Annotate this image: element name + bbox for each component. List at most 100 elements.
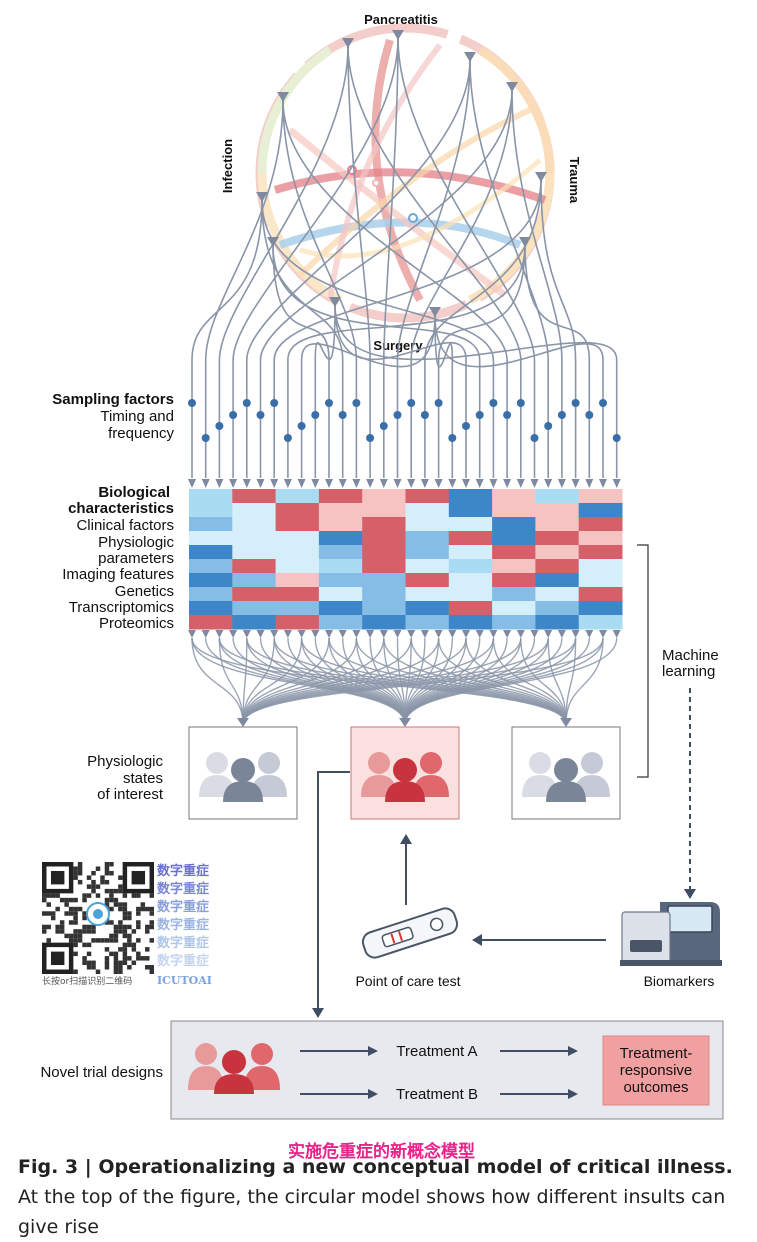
- bio-title-line2: characteristics: [68, 500, 174, 517]
- state-arrowhead: [560, 718, 572, 727]
- sampling-dot: [215, 422, 224, 430]
- heatmap-cell: [405, 587, 450, 602]
- qr-module: [42, 893, 47, 898]
- state-box-left: [188, 726, 298, 820]
- heatmap-cell: [275, 573, 320, 588]
- qr-module: [86, 951, 92, 957]
- heatmap-cell: [362, 601, 406, 616]
- qr-module: [113, 933, 119, 939]
- heatmap-in-arrowhead: [242, 479, 251, 488]
- heatmap-cell: [492, 573, 536, 588]
- biological-heatmap: [189, 489, 623, 630]
- point-of-care-test-icon: [361, 907, 459, 959]
- heatmap-cell: [535, 573, 580, 588]
- sampling-line: [218, 45, 349, 478]
- sampling-dot: [489, 399, 498, 407]
- sampling-line: [259, 89, 513, 478]
- label-trauma: Trauma: [567, 157, 582, 204]
- heatmap-out-arrowhead: [585, 630, 594, 638]
- heatmap-out-arrowhead: [283, 630, 292, 638]
- bio-title-line1: Biological: [98, 484, 170, 501]
- heatmap-cell: [275, 601, 320, 616]
- qr-brand: ICUTOAI: [157, 974, 212, 987]
- qr-module: [122, 911, 128, 916]
- insult-arrowhead: [464, 52, 476, 62]
- qr-module: [109, 920, 114, 925]
- sampling-line: [272, 244, 330, 478]
- qr-module: [77, 866, 83, 871]
- heatmap-cell: [578, 587, 623, 602]
- qr-module: [118, 888, 123, 894]
- qr-module: [55, 906, 60, 912]
- sampling-line: [383, 37, 399, 478]
- heatmap-cell: [232, 573, 277, 588]
- qr-module: [95, 969, 101, 974]
- heatmap-out-arrowhead: [297, 630, 306, 638]
- heatmap-cell: [275, 559, 320, 574]
- qr-module: [82, 897, 87, 903]
- sampling-dot: [256, 411, 265, 419]
- qr-module: [59, 924, 65, 930]
- heatmap-in-arrowhead: [325, 479, 333, 488]
- sampling-dot: [188, 399, 196, 407]
- heatmap-cell: [578, 489, 623, 504]
- qr-module: [100, 875, 105, 880]
- qr-module: [104, 897, 110, 903]
- qr-module: [149, 911, 154, 916]
- heatmap-cell: [189, 573, 233, 588]
- row-label-transcriptomics: Transcriptomics: [69, 599, 174, 616]
- qr-center-logo: [86, 902, 110, 926]
- convergence-line: [342, 637, 406, 725]
- qr-module: [136, 911, 141, 916]
- heatmap-cell: [318, 601, 363, 616]
- convergence-line: [300, 637, 567, 725]
- qr-module: [95, 938, 101, 943]
- heatmap-in-arrowhead: [407, 479, 416, 488]
- qr-module: [109, 893, 114, 898]
- qr-module: [118, 947, 123, 952]
- sampling-line: [434, 314, 604, 478]
- state-box-center: [350, 726, 460, 820]
- qr-module: [145, 947, 150, 952]
- qr-module: [73, 929, 78, 934]
- heatmap-cell: [318, 489, 363, 504]
- heatmap-in-arrowhead: [489, 479, 498, 488]
- qr-module: [104, 920, 110, 925]
- heatmap-cell: [318, 503, 363, 518]
- heatmap-out-arrowhead: [256, 630, 265, 638]
- sampling-dot: [420, 411, 429, 419]
- insult-arrowhead: [256, 192, 268, 202]
- heatmap-out-arrowhead: [557, 630, 566, 638]
- qr-module: [50, 911, 56, 916]
- heatmap-cell: [362, 615, 406, 630]
- qr-module: [42, 924, 47, 930]
- heatmap-out-arrowhead: [311, 630, 320, 638]
- qr-module: [118, 969, 123, 974]
- qr-module: [136, 951, 141, 957]
- heatmap-in-arrowhead: [297, 479, 306, 488]
- convergence-line: [520, 637, 567, 725]
- heatmap-cell: [448, 517, 493, 532]
- convergence-line: [465, 637, 567, 725]
- heatmap-out-arrowhead: [420, 630, 429, 638]
- sampling-line: [272, 244, 481, 478]
- sampling-dot: [366, 434, 375, 442]
- heatmap-cell: [405, 489, 450, 504]
- sampling-dot: [530, 434, 539, 442]
- qr-module: [131, 947, 137, 952]
- heatmap-cell: [189, 489, 233, 504]
- qr-module: [136, 938, 141, 943]
- qr-module: [73, 906, 78, 912]
- convergence-line: [242, 637, 275, 725]
- qr-module: [77, 933, 83, 939]
- heatmap-cell: [318, 531, 363, 546]
- state-box-right: [511, 726, 621, 820]
- heatmap-in-arrowhead: [338, 479, 347, 488]
- sampling-dot: [585, 411, 594, 419]
- heatmap-in-arrowhead: [557, 479, 566, 488]
- qr-module: [68, 920, 74, 925]
- qr-module: [73, 875, 78, 880]
- qr-finder-inner: [50, 870, 65, 885]
- qr-module: [122, 956, 128, 961]
- heatmap-in-arrowhead: [229, 479, 238, 488]
